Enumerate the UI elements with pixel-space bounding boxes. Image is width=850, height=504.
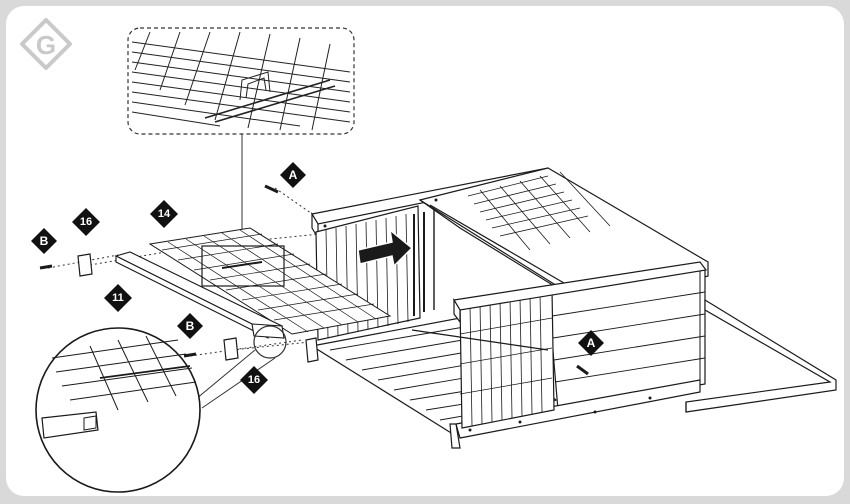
step-badge-icon: G — [20, 18, 72, 70]
callout-14-text: 14 — [158, 208, 171, 220]
callout-b-left: B — [31, 228, 57, 254]
callout-a-top-text: A — [289, 168, 298, 182]
callout-a-top: A — [280, 162, 306, 188]
callout-16-bottom: 16 — [240, 366, 268, 394]
assembly-diagram: G — [20, 18, 837, 493]
step-badge-letter: G — [36, 30, 56, 60]
callout-14: 14 — [150, 200, 178, 228]
callout-16-left-text: 16 — [80, 216, 92, 228]
detail-magnifier-icon — [35, 325, 287, 493]
callout-16-left: 16 — [72, 208, 100, 236]
callout-a-right: A — [578, 330, 604, 356]
callout-a-right-text: A — [587, 336, 596, 350]
screw-a-icon — [264, 184, 589, 376]
insert-arrow-icon — [357, 228, 414, 268]
callout-11-text: 11 — [112, 292, 124, 304]
assembly-panel: G — [6, 6, 844, 496]
callout-16-bottom-text: 16 — [248, 374, 260, 386]
part-14-mesh-lid — [148, 227, 392, 335]
clip-16-icon — [77, 253, 239, 361]
callout-11: 11 — [104, 284, 132, 312]
hutch-assembly — [305, 167, 837, 449]
screw-b-icon — [39, 264, 197, 358]
callout-b-bottom-text: B — [186, 319, 195, 333]
top-detail-inset — [127, 27, 355, 236]
callout-b-bottom: B — [177, 313, 203, 339]
part-11-rail — [114, 251, 285, 339]
callout-b-left-text: B — [40, 234, 49, 248]
